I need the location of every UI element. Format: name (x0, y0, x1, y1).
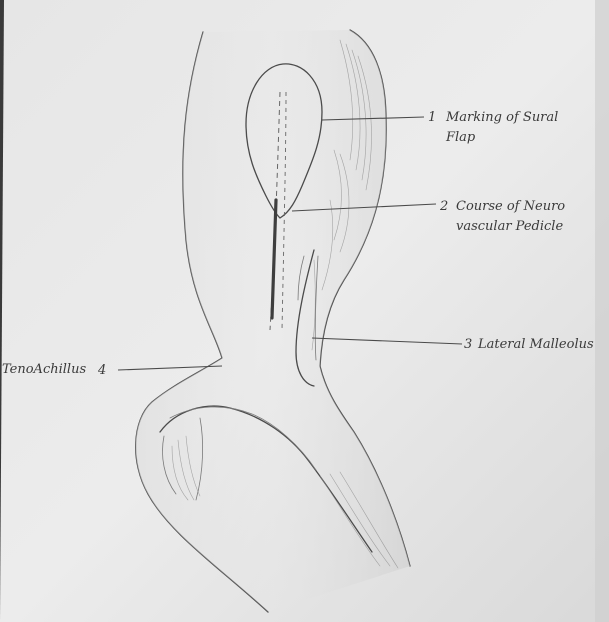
label-2-line2: vascular Pedicle (456, 219, 563, 234)
label-2-number: 2 (439, 199, 448, 214)
label-1-number: 1 (428, 110, 436, 125)
paper-edge (595, 0, 609, 622)
label-3-number: 3 (464, 337, 472, 352)
label-1-line1: Marking of Sural (445, 110, 558, 125)
label-3-text: Lateral Malleolus (477, 337, 594, 352)
label-1-line2: Flap (445, 130, 476, 145)
label-2-line1: Course of Neuro (456, 199, 565, 214)
label-4-text: TenoAchillus (2, 362, 86, 377)
label-4-number: 4 (97, 363, 106, 378)
